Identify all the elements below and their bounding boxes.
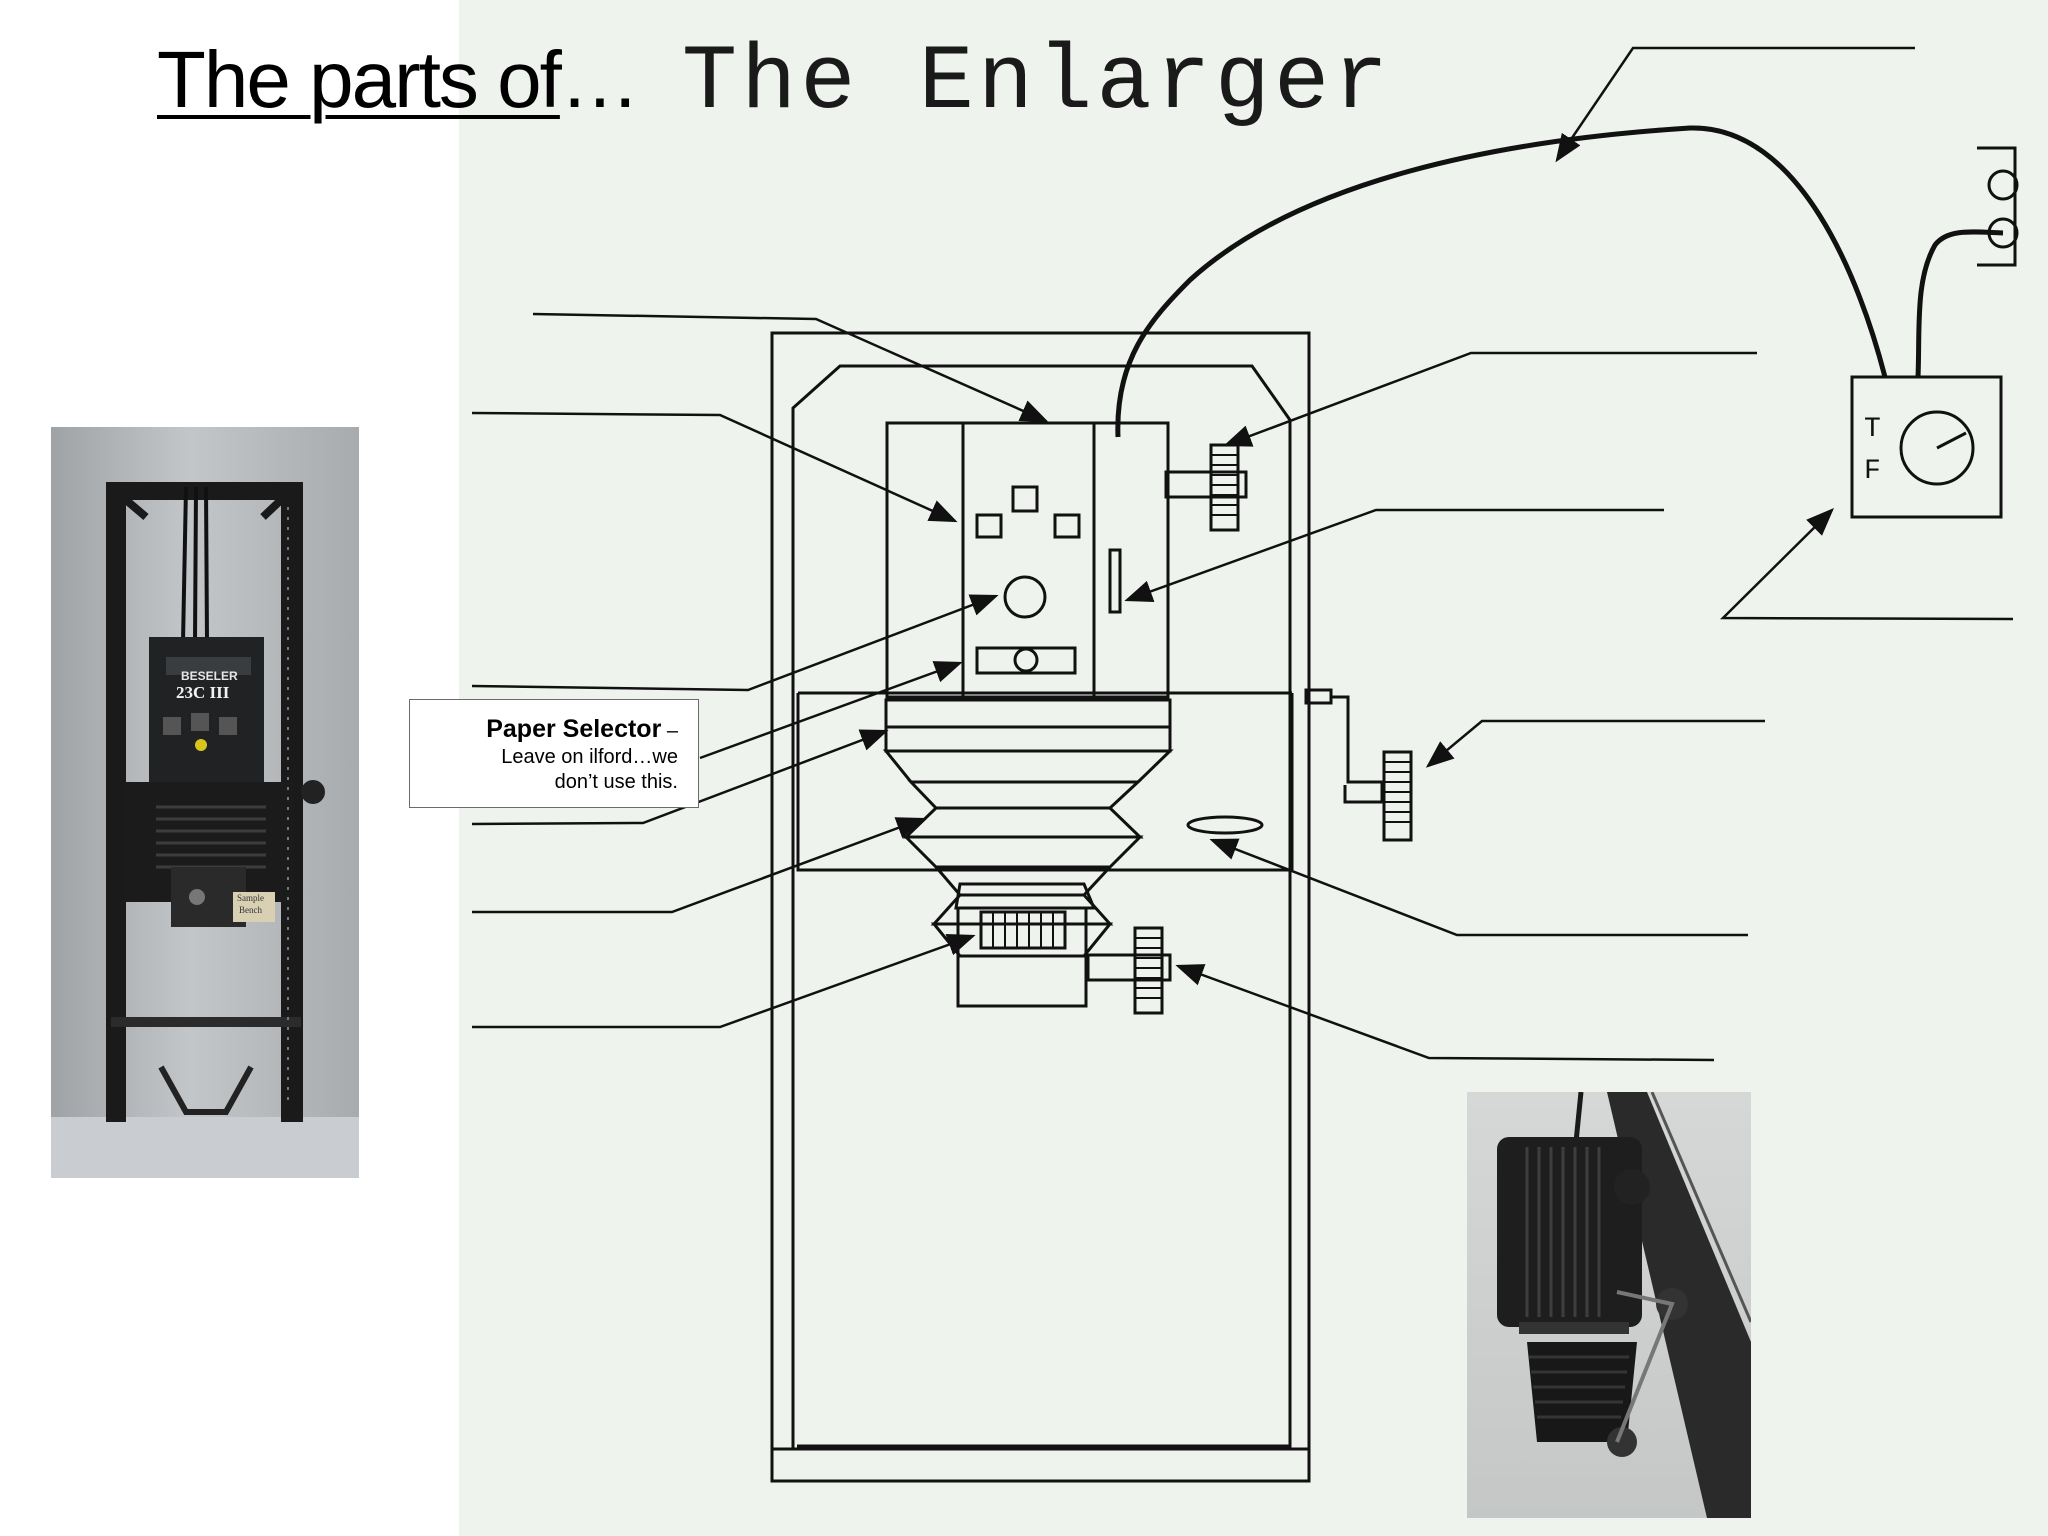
label-line-mixing-dial xyxy=(471,594,999,692)
head-slot xyxy=(1108,548,1122,614)
paper-selector xyxy=(975,646,1077,675)
frame-outer xyxy=(770,331,1311,1483)
focus-knob-gear xyxy=(1133,926,1164,1015)
lens-aperture-ring xyxy=(979,910,1067,950)
height-lock xyxy=(1186,815,1264,835)
crank-handle xyxy=(1304,688,1333,705)
label-line-height-lock xyxy=(1209,838,1748,937)
head-knob-shaft xyxy=(1164,470,1248,499)
bellows xyxy=(882,749,1174,958)
timer-label-f: F xyxy=(1864,456,1881,487)
label-line-paper-selector xyxy=(699,661,963,760)
filter-knob-right xyxy=(1053,513,1081,539)
title-ellipsis: … xyxy=(559,35,640,124)
focus-knob-shaft xyxy=(1086,953,1172,982)
mixing-dial xyxy=(1003,575,1047,619)
label-line-elevation-crank xyxy=(1425,719,1765,768)
crank-arm xyxy=(1331,695,1384,804)
enlarger-side-photo xyxy=(1467,1092,1751,1518)
photo-tag-line2: Bench xyxy=(239,905,262,915)
photo-model-label: 23C III xyxy=(176,683,230,702)
callout-line2: don’t use this. xyxy=(554,771,678,794)
callout-heading: Paper Selector xyxy=(486,715,662,743)
timer-cord xyxy=(1915,229,2004,378)
label-line-power-cord xyxy=(1555,46,1915,163)
timer-box xyxy=(1850,375,2003,519)
elevation-gear xyxy=(1382,750,1413,842)
label-line-timer xyxy=(1719,508,2014,621)
timer-pointer xyxy=(1936,431,1967,450)
timer-label-t: T xyxy=(1864,414,1881,445)
slide-title: The parts of… The Enlarger xyxy=(157,30,1392,135)
lamp-head xyxy=(885,421,1170,699)
title-typewriter-text: The Enlarger xyxy=(681,30,1393,135)
paper-selector-knob xyxy=(1013,647,1039,673)
timer-dial xyxy=(1899,410,1975,486)
diagram-paper-background xyxy=(459,0,2048,1536)
power-cord xyxy=(1115,125,1888,438)
label-line-focus-knob xyxy=(1175,964,1715,1062)
frame-inner xyxy=(791,364,1292,1449)
label-line-head-knob xyxy=(1223,351,1757,447)
callout-dash: – xyxy=(661,720,678,742)
label-line-negative-carrier xyxy=(471,729,889,826)
filter-knob-top xyxy=(1011,485,1039,513)
outlet-socket-top xyxy=(1987,169,2019,201)
photo-tag-line1: Sample xyxy=(237,893,264,903)
label-line-head-top xyxy=(532,312,1049,423)
paper-selector-callout: Paper Selector – Leave on ilford…we don’… xyxy=(409,699,699,808)
lens-board xyxy=(956,906,1088,1008)
callout-line1: Leave on ilford…we xyxy=(501,746,678,769)
lens-board-top xyxy=(954,882,1097,910)
wall-outlet xyxy=(1977,146,2017,267)
head-knob-gear xyxy=(1209,443,1240,532)
title-underlined-text: The parts of xyxy=(157,35,562,124)
filter-knob-left xyxy=(975,513,1003,539)
label-line-bellows xyxy=(472,817,925,914)
label-line-filter-knobs xyxy=(471,411,958,523)
enlarger-front-photo: BESELER 23C III Sample Bench xyxy=(51,427,359,1178)
label-line-lens xyxy=(472,933,976,1029)
label-line-head-slot xyxy=(1124,508,1664,602)
photo-brand-label: BESELER xyxy=(181,669,238,683)
